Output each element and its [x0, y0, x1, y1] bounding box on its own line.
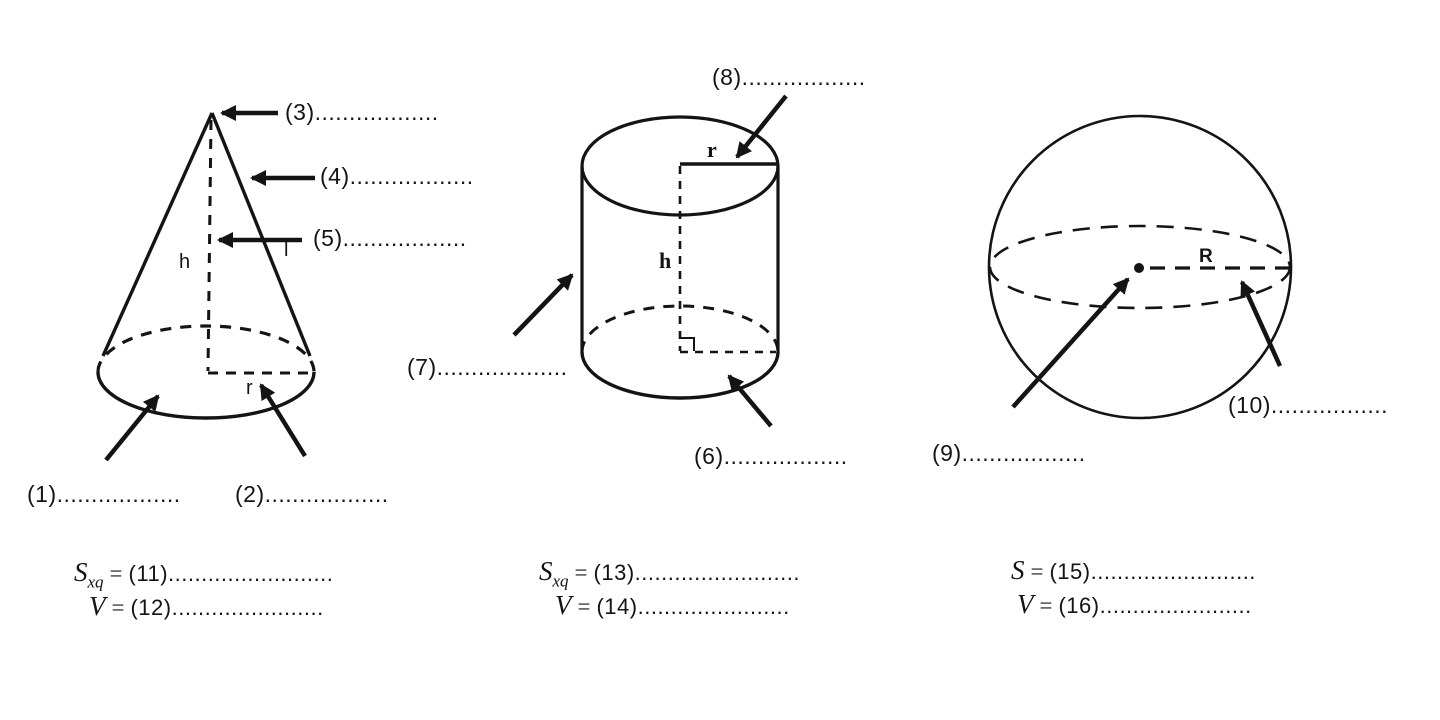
volume-blank-16: (16).......................: [1058, 593, 1252, 618]
cylinder-base-front-arc: [580, 351, 780, 400]
cone-figure: [96, 105, 316, 462]
surface-blank-11: (11).........................: [128, 561, 334, 586]
cylinder-surface-formula: Sxq=(13).........................: [539, 556, 800, 591]
cylinder-base-back-arc: [580, 304, 780, 353]
callout-7-label: (7)...................: [407, 354, 568, 380]
cone-right-edge: [210, 112, 312, 357]
sphere-volume-formula: V=(16).......................: [1017, 589, 1252, 619]
callout-2-label: (2)..................: [235, 481, 389, 507]
surface-symbol: Sxq: [74, 557, 104, 592]
sphere-radius-letter: R: [1199, 246, 1213, 267]
surface-blank-13: (13).........................: [593, 560, 800, 585]
callout-6-label: (6)..................: [694, 443, 848, 469]
cone-base-front-arc: [96, 371, 316, 420]
volume-blank-12: (12).......................: [130, 595, 324, 620]
cylinder-figure: [512, 94, 788, 428]
callout-5-label: (5)..................: [313, 225, 467, 251]
callout-1-label: (1)..................: [27, 481, 181, 507]
cone-surface-formula: Sxq=(11).........................: [74, 557, 334, 592]
volume-symbol: V: [1017, 589, 1034, 619]
arrow-to-center: [1011, 277, 1130, 409]
volume-blank-14: (14).......................: [596, 594, 790, 619]
cone-left-edge: [101, 112, 214, 357]
volume-symbol: V: [555, 590, 572, 620]
arrow-to-base-radius: [259, 383, 307, 458]
right-angle-mark: [680, 337, 695, 351]
cylinder-volume-formula: V=(14).......................: [555, 590, 790, 620]
cone-slant-letter: l: [284, 239, 289, 261]
callout-9-label: (9)..................: [932, 440, 1086, 466]
sphere-surface-formula: S=(15).........................: [1011, 555, 1256, 585]
sphere-center-dot: [1134, 263, 1144, 273]
cone-radius-letter: r: [246, 377, 253, 399]
arrow-to-side-wall: [512, 273, 574, 337]
callout-4-label: (4)..................: [320, 163, 474, 189]
surface-blank-15: (15).........................: [1049, 559, 1256, 584]
sphere-figure: [987, 114, 1293, 420]
volume-symbol: V: [89, 591, 106, 621]
surface-symbol: S: [1011, 555, 1025, 585]
callout-8-label: (8)..................: [712, 64, 866, 90]
cone-height-letter: h: [179, 251, 191, 273]
surface-symbol: Sxq: [539, 556, 569, 591]
cylinder-height-letter: h: [659, 248, 672, 273]
arrow-to-base: [104, 394, 160, 462]
arrow-to-bottom-base: [727, 374, 773, 428]
cylinder-radius-letter: r: [707, 137, 717, 162]
cone-base-back-arc: [96, 324, 316, 373]
arrow-to-top-radius: [735, 94, 788, 159]
cone-height-line: [206, 119, 213, 372]
callout-3-label: (3)..................: [285, 99, 439, 125]
arrow-to-radius: [1239, 280, 1283, 367]
callout-10-label: (10).................: [1228, 392, 1389, 418]
cone-volume-formula: V=(12).......................: [89, 591, 324, 621]
